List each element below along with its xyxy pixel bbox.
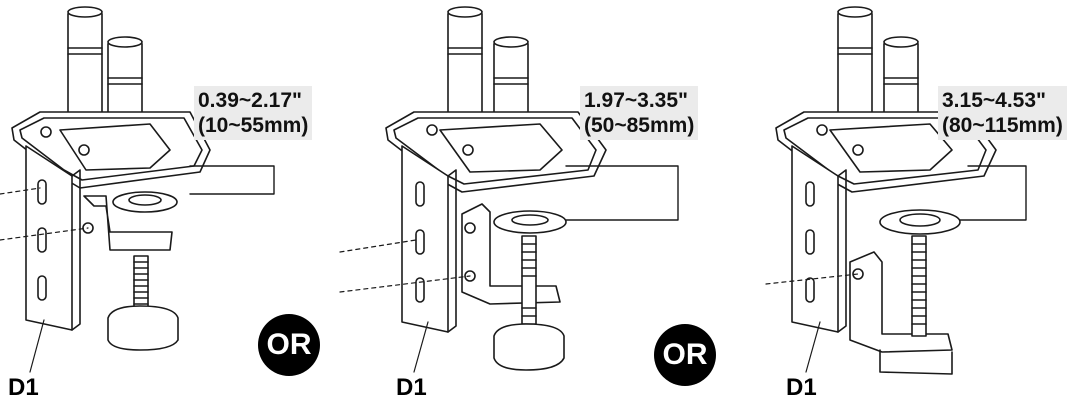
dimension-label-2: 1.97~3.35" (50~85mm)	[580, 86, 699, 140]
dimension-line	[189, 165, 275, 195]
clamp-pad	[493, 210, 567, 234]
dimension-label-1: 0.39~2.17" (10~55mm)	[194, 86, 313, 140]
range-mm: (50~85mm)	[584, 114, 695, 137]
side-bracket	[401, 145, 449, 333]
or-badge-2: OR	[654, 324, 716, 386]
side-bracket	[25, 145, 73, 331]
part-label-1: D1	[8, 374, 39, 401]
range-mm: (10~55mm)	[198, 114, 309, 137]
dimension-line	[565, 165, 679, 221]
side-bracket	[791, 145, 839, 333]
screw-thread	[911, 235, 927, 337]
knob	[493, 323, 565, 371]
part-label-2: D1	[396, 374, 427, 401]
clamp-panel-1	[0, 6, 275, 373]
range-mm: (80~115mm)	[942, 114, 1063, 137]
range-inches: 1.97~3.35"	[584, 89, 688, 112]
range-inches: 3.15~4.53"	[942, 89, 1046, 112]
clamp-arm	[849, 251, 953, 353]
dimension-label-3: 3.15~4.53" (80~115mm)	[938, 86, 1067, 140]
part-label-3: D1	[786, 374, 817, 401]
clamp-panel-3	[765, 6, 1027, 375]
clamp-panel-2	[339, 6, 679, 373]
clamp-pad	[879, 209, 961, 235]
clamp-arm	[83, 195, 173, 251]
screw-thread	[133, 255, 149, 313]
knob	[107, 305, 179, 351]
clamp-arm	[461, 203, 561, 305]
clamp-pad	[112, 191, 178, 213]
range-inches: 0.39~2.17"	[198, 89, 302, 112]
dimension-line	[959, 165, 1027, 221]
post-back	[837, 6, 873, 141]
or-badge-1: OR	[258, 314, 320, 376]
screw-thread	[521, 235, 537, 333]
